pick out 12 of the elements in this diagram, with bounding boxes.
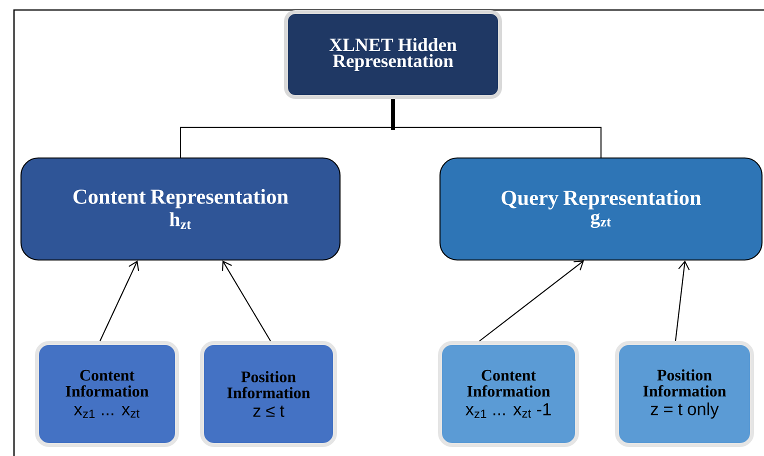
- representation-box: Content Representation h$_{zt}$: [20, 157, 341, 261]
- arrow: [100, 260, 140, 342]
- arrow: [674, 260, 690, 342]
- information-box: Position Information z = t only: [615, 341, 754, 447]
- title-box: XLNET Hidden Representation: [284, 10, 502, 99]
- arrow: [479, 260, 584, 342]
- connector-line: [391, 99, 602, 158]
- arrow: [222, 260, 271, 342]
- information-box: Content Information x$_{z1}$ ... x$_{zt}$: [35, 341, 179, 447]
- information-box: Content Information x$_{z1}$ ... x$_{zt}$ -1: [438, 341, 579, 447]
- information-box: Position Information z ≤ t: [200, 341, 338, 447]
- representation-box: Query Representation g$_{zt}$: [439, 157, 763, 261]
